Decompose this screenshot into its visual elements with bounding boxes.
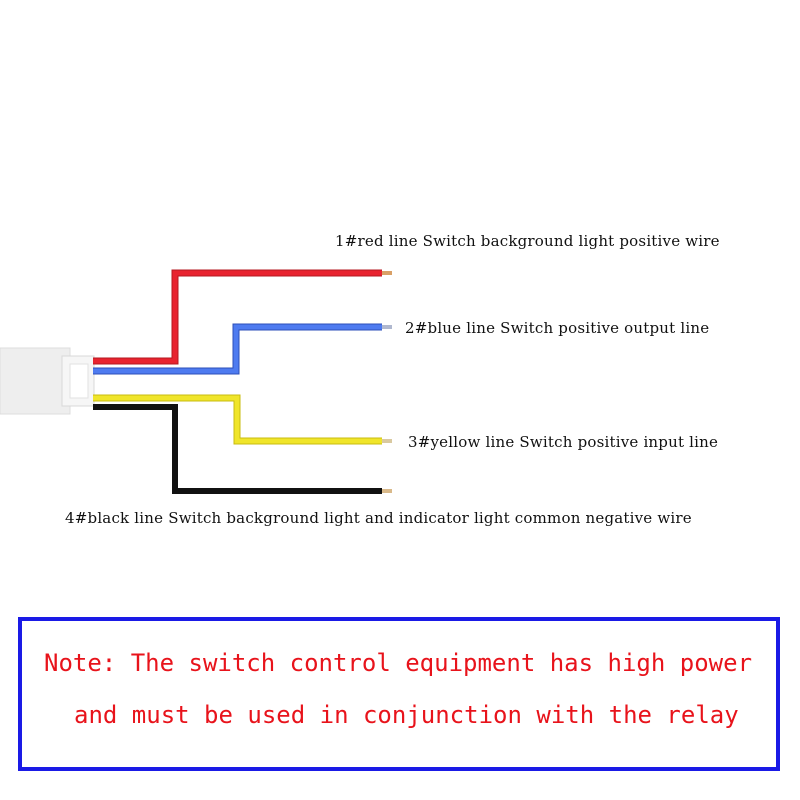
switch-body (0, 347, 71, 415)
blue-wire-core (93, 324, 382, 374)
blue-wire-tip (382, 325, 392, 329)
yellow-wire-core (93, 395, 382, 444)
yellow-wire-label: 3#yellow line Switch positive input line (408, 433, 719, 451)
black-wire-tip (382, 489, 392, 493)
blue-wire-label: 2#blue line Switch positive output line (405, 319, 710, 337)
connector-highlight (69, 363, 89, 399)
note-box: Note: The switch control equipment has h… (18, 617, 780, 771)
red-wire-core (93, 270, 382, 364)
black-wire (93, 404, 382, 494)
red-wire-tip (382, 271, 392, 275)
wiring-diagram (0, 269, 392, 494)
yellow-wire-tip (382, 439, 392, 443)
black-wire-label: 4#black line Switch background light and… (65, 509, 692, 527)
note-line-1: Note: The switch control equipment has h… (44, 649, 753, 677)
note-line-2: and must be used in conjunction with the… (74, 701, 739, 729)
red-wire-label: 1#red line Switch background light posit… (335, 232, 720, 250)
